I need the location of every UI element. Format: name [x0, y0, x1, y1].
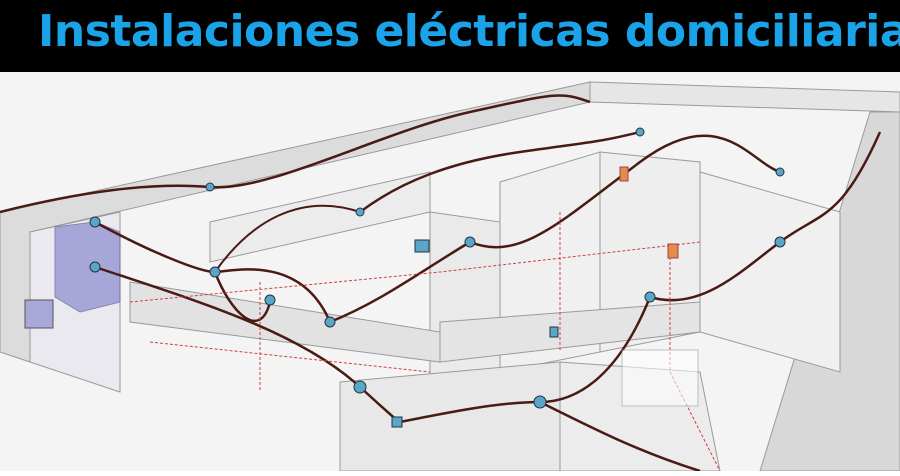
meter-box — [24, 299, 54, 329]
red-dashed-conduits — [129, 212, 721, 472]
title-bar: Instalaciones eléctricas domiciliarias — [0, 0, 900, 72]
house-wiring-diagram — [0, 81, 900, 473]
wiring-3d-illustration — [0, 72, 900, 473]
page-title: Instalaciones eléctricas domiciliarias — [38, 6, 900, 57]
info-label-box — [621, 349, 699, 407]
junction-boxes — [89, 127, 786, 428]
light-fixtures — [619, 166, 679, 259]
walls — [0, 81, 900, 472]
